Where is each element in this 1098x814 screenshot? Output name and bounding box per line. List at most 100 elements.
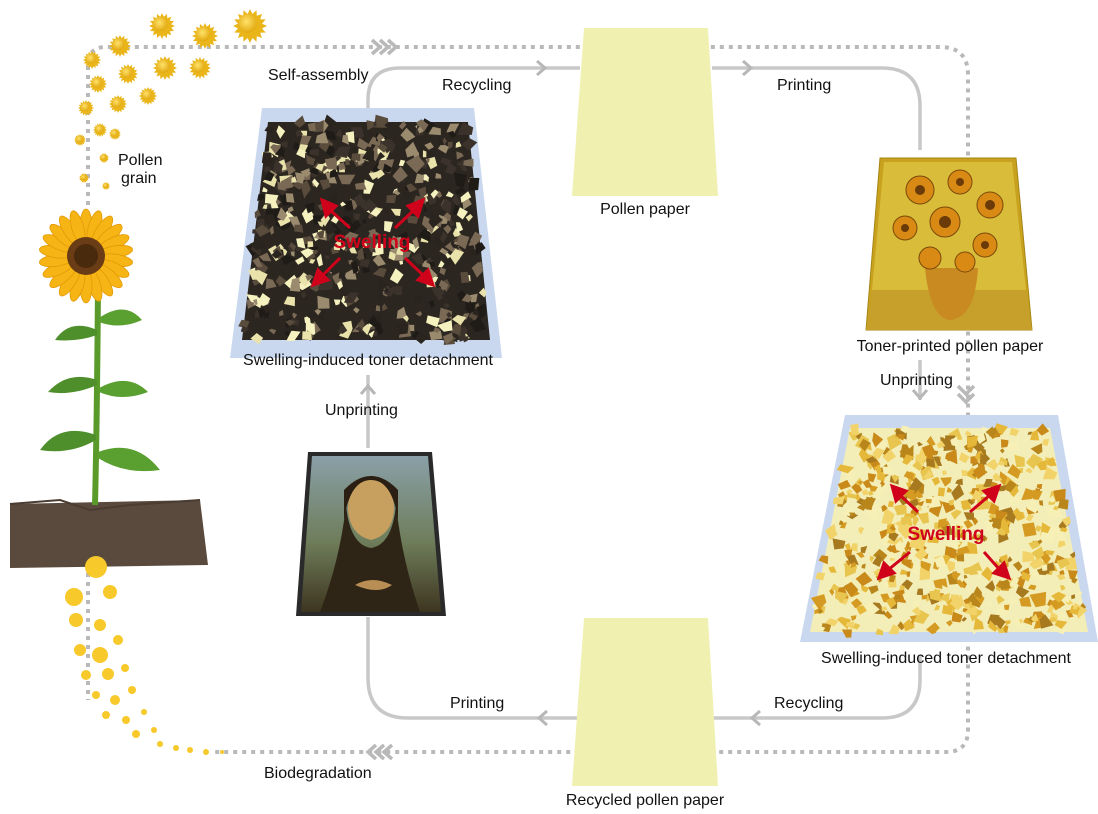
pollen-grain-core	[103, 183, 108, 188]
pollen-dot	[151, 727, 157, 733]
toner-fragment	[1009, 484, 1019, 498]
toner-fragment	[460, 191, 472, 203]
toner-fragment	[293, 115, 306, 128]
toner-fragment	[285, 289, 293, 295]
toner-fragment	[912, 529, 924, 540]
toner-fragment	[937, 487, 946, 497]
toner-fragment	[1057, 611, 1067, 621]
toner-fragment	[277, 217, 291, 227]
toner-fragment	[852, 623, 861, 630]
toner-fragment	[449, 248, 465, 265]
toner-fragment	[398, 159, 406, 167]
toner-fragment	[406, 215, 419, 224]
toner-fragment	[855, 605, 868, 615]
sunflower-plant-icon	[9, 208, 208, 568]
toner-fragment	[1046, 604, 1055, 613]
toner-fragment	[882, 582, 889, 589]
toner-fragment	[437, 320, 453, 332]
toner-fragment	[940, 477, 952, 487]
toner-fragment	[262, 204, 268, 209]
toner-fragment	[336, 280, 343, 290]
toner-fragment	[1014, 454, 1025, 468]
toner-fragment	[264, 170, 275, 182]
pollen-grain-label: Pollen grain	[118, 152, 162, 188]
pollen-grain-core	[238, 14, 257, 33]
toner-fragment	[324, 220, 338, 235]
pollen-dot	[141, 709, 147, 715]
toner-fragment	[435, 173, 442, 179]
toner-fragment	[1012, 561, 1023, 572]
toner-fragment	[934, 555, 947, 568]
toner-fragment	[353, 307, 360, 314]
toner-fragment	[437, 143, 449, 154]
unprinting-right-label: Unprinting	[880, 372, 953, 389]
toner-fragment	[850, 615, 857, 622]
toner-fragment	[966, 435, 978, 448]
toner-fragment	[957, 545, 970, 556]
toner-fragment	[368, 228, 377, 236]
toner-fragment	[1039, 614, 1054, 629]
toner-fragment	[901, 579, 913, 591]
toner-fragment	[865, 600, 880, 617]
toner-fragment	[469, 231, 483, 243]
sunflowers-painting-icon	[865, 157, 1033, 331]
toner-fragment	[925, 498, 932, 504]
toner-fragment	[447, 141, 453, 150]
toner-fragment	[264, 193, 279, 204]
toner-fragment	[429, 330, 443, 341]
toner-fragment	[426, 158, 430, 163]
recycling-top-label: Recycling	[442, 77, 512, 94]
toner-fragment	[359, 134, 364, 138]
toner-fragment	[1056, 574, 1066, 581]
toner-fragment	[963, 574, 968, 579]
toner-fragment	[931, 476, 941, 486]
toner-fragment	[383, 208, 390, 214]
toner-fragment	[412, 236, 420, 250]
toner-fragment	[926, 435, 936, 447]
toner-fragment	[255, 262, 269, 275]
toner-fragment	[833, 496, 845, 505]
toner-fragment	[448, 219, 456, 228]
toner-fragment	[430, 189, 439, 199]
toner-fragment	[991, 517, 1002, 530]
toner-fragment	[1036, 484, 1043, 490]
toner-fragment	[441, 198, 452, 215]
toner-fragment	[869, 556, 875, 563]
toner-fragment	[834, 591, 849, 604]
toner-fragment	[1065, 610, 1074, 618]
toner-fragment	[883, 610, 893, 620]
toner-fragment	[860, 545, 868, 554]
toner-fragment	[455, 222, 464, 233]
toner-fragment	[963, 519, 974, 529]
toner-fragment	[368, 330, 375, 338]
pollen-grain-core	[100, 154, 106, 160]
toner-fragment	[886, 544, 893, 553]
toner-fragment	[1021, 488, 1033, 501]
toner-fragment	[414, 294, 423, 303]
toner-fragment	[912, 460, 924, 471]
toner-fragment	[392, 189, 401, 196]
toner-fragment	[845, 489, 853, 494]
toner-fragment	[459, 325, 469, 334]
toner-fragment	[966, 541, 978, 554]
toner-fragment	[428, 300, 435, 308]
toner-fragment	[1065, 555, 1078, 571]
recycled-pollen-paper-sheet	[572, 618, 718, 786]
unprinting-left-label: Unprinting	[325, 402, 398, 419]
pollen-dot	[103, 585, 117, 599]
toner-fragment	[1031, 613, 1039, 623]
toner-fragment	[1025, 467, 1033, 474]
toner-fragment	[844, 543, 851, 552]
toner-fragment	[291, 176, 297, 183]
toner-fragment	[445, 252, 452, 259]
toner-fragment	[466, 205, 474, 216]
toner-fragment	[861, 488, 869, 496]
recycled-pollen-paper-label: Recycled pollen paper	[565, 792, 725, 809]
toner-fragment	[469, 293, 478, 303]
toner-fragment	[342, 320, 353, 333]
toner-fragment	[372, 267, 387, 278]
toner-fragment	[398, 231, 409, 243]
toner-fragment	[940, 578, 948, 588]
toner-fragment	[238, 319, 250, 329]
toner-fragment	[994, 560, 1001, 568]
